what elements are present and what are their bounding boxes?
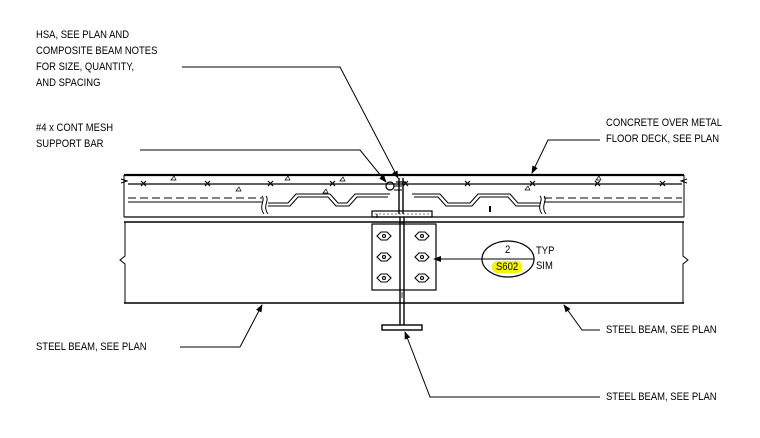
note-hsa-line: HSA, SEE PLAN AND [36, 29, 130, 41]
sheet-highlight [492, 261, 522, 273]
note-beam-right: STEEL BEAM, SEE PLAN [606, 324, 717, 336]
detail-typ: TYP [536, 245, 555, 257]
concrete-aggregate [170, 175, 602, 194]
note-hsa-line: COMPOSITE BEAM NOTES [36, 45, 158, 57]
note-mesh-line: SUPPORT BAR [36, 138, 104, 150]
note-hsa-line: AND SPACING [36, 77, 101, 89]
bolt-group [376, 231, 430, 283]
metal-deck [128, 193, 682, 218]
detail-reference-bubble [481, 240, 535, 278]
headed-stud-anchor [385, 178, 406, 214]
note-concrete-line: CONCRETE OVER METAL [606, 117, 722, 129]
note-beam-bottom: STEEL BEAM, SEE PLAN [606, 391, 717, 403]
detail-sim: SIM [536, 260, 553, 272]
detail-sheet[interactable]: S602 [496, 261, 519, 273]
top-flange [371, 210, 433, 218]
leader-lines [140, 66, 600, 398]
mesh-marks [140, 180, 666, 187]
note-mesh-line: #4 x CONT MESH [36, 122, 114, 134]
note-beam-left: STEEL BEAM, SEE PLAN [36, 341, 147, 353]
note-concrete-line: FLOOR DECK, SEE PLAN [606, 133, 720, 145]
note-hsa-line: FOR SIZE, QUANTITY, [36, 61, 135, 73]
detail-number: 2 [505, 244, 511, 256]
